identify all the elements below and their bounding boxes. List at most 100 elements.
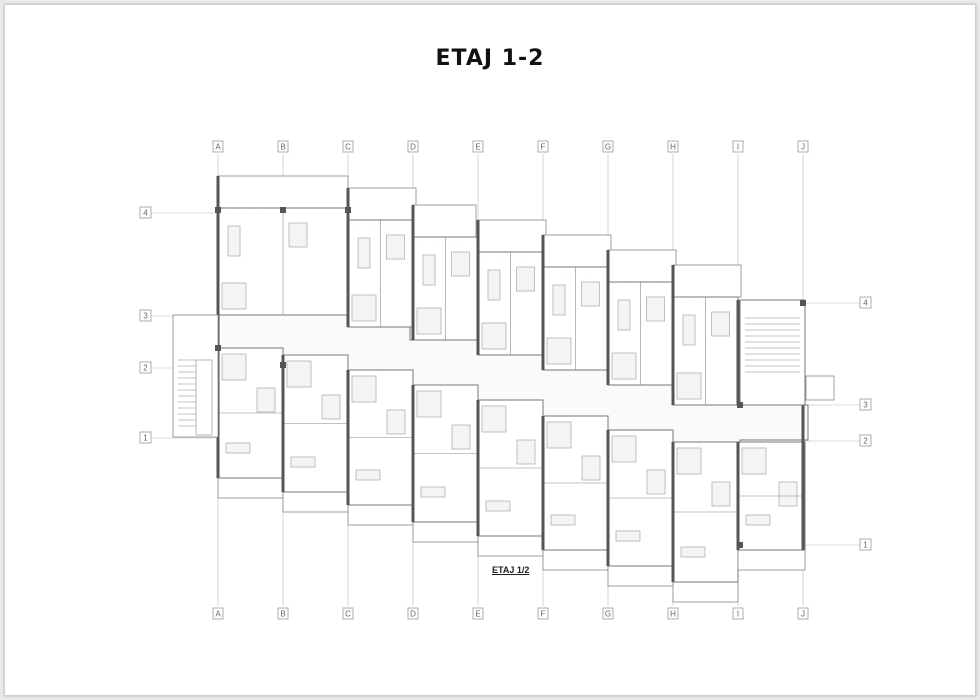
upper-bathroom-3: [416, 307, 442, 335]
upper-room-tag-3-0: · ·: [419, 240, 422, 244]
structural-column-3: [800, 300, 806, 306]
upper-bathroom-2: [351, 294, 377, 322]
grid-marker-box-G: [602, 140, 614, 153]
upper-bed-6: [646, 296, 665, 322]
lower-bed-5: [516, 439, 536, 465]
grid-marker-D-bottom: D: [410, 610, 416, 619]
grid-marker-box-D: [407, 607, 419, 620]
plan-label: ETAJ 1/2: [492, 565, 530, 575]
upper-room-tag-7-2: · ·: [715, 300, 718, 304]
upper-room-tag-3-2: · ·: [455, 240, 458, 244]
grid-marker-box-H: [667, 607, 679, 620]
lower-bed-4: [451, 424, 471, 450]
upper-bed-7: [711, 311, 730, 337]
row-marker-right-1: 1: [863, 541, 868, 550]
lower-sofa-6: [550, 514, 576, 526]
upper-room-tag-4-1: · ·: [502, 255, 505, 259]
upper-sofa-7: [682, 314, 696, 346]
grid-marker-C-top: C: [345, 143, 351, 152]
grid-marker-box-C: [342, 607, 354, 620]
grid-marker-box-G: [602, 607, 614, 620]
grid-marker-D-top: D: [410, 143, 416, 152]
left-stair-flight: [195, 359, 213, 436]
lower-sofa-4: [420, 486, 446, 498]
grid-marker-box-A: [212, 607, 224, 620]
upper-room-tag-7-0: · ·: [679, 300, 682, 304]
lower-bathroom-4: [416, 390, 442, 418]
right-stair-core: [739, 299, 806, 406]
lower-balcony-2: [282, 489, 349, 513]
lower-balcony-6: [542, 547, 609, 571]
lower-sofa-9: [745, 514, 771, 526]
structural-column-7: [737, 542, 743, 548]
upper-room-tag-3-1: · ·: [437, 240, 440, 244]
row-marker-left-4: 4: [143, 209, 148, 218]
grid-marker-box-H: [667, 140, 679, 153]
grid-marker-G-top: G: [605, 143, 611, 152]
upper-sofa-2: [357, 237, 371, 269]
grid-marker-box-E: [472, 140, 484, 153]
upper-room-tag-7-1: · ·: [697, 300, 700, 304]
grid-marker-box-I: [732, 140, 744, 153]
grid-marker-box-D: [407, 140, 419, 153]
upper-bed-4: [516, 266, 535, 292]
upper-bathroom-7: [676, 372, 702, 400]
lower-balcony-9: [737, 547, 806, 571]
lower-bathroom-5: [481, 405, 507, 433]
lower-bathroom-3: [351, 375, 377, 403]
grid-marker-E-top: E: [475, 143, 480, 152]
upper-room-tag-6-2: · ·: [650, 285, 653, 289]
upper-balcony-3: [412, 204, 477, 238]
row-marker-box-right-3: [859, 398, 872, 411]
upper-room-tag-5-1: · ·: [567, 270, 570, 274]
grid-marker-F-bottom: F: [541, 610, 546, 619]
upper-room-tag-5-0: · ·: [549, 270, 552, 274]
upper-room-tag-2-2: · ·: [390, 223, 393, 227]
row-marker-right-2: 2: [863, 437, 868, 446]
grid-marker-C-bottom: C: [345, 610, 351, 619]
grid-marker-box-B: [277, 607, 289, 620]
grid-marker-H-bottom: H: [670, 610, 676, 619]
grid-marker-box-J: [797, 607, 809, 620]
lower-bed-3: [386, 409, 406, 435]
row-marker-left-2: 2: [143, 364, 148, 373]
lower-balcony-7: [607, 563, 674, 587]
row-marker-box-right-2: [859, 434, 872, 447]
upper-room-tag-5-2: · ·: [585, 270, 588, 274]
lower-bathroom-9: [741, 447, 767, 475]
upper-bathroom-6: [611, 352, 637, 380]
grid-marker-box-F: [537, 607, 549, 620]
upper-bed-3: [451, 251, 470, 277]
upper-sofa-3: [422, 254, 436, 286]
left-stair-core: [172, 314, 219, 438]
upper-sofa-6: [617, 299, 631, 331]
structural-column-6: [737, 402, 743, 408]
grid-marker-box-E: [472, 607, 484, 620]
grid-marker-I-bottom: I: [737, 610, 739, 619]
upper-room-tag-6-0: · ·: [614, 285, 617, 289]
upper-room-tag-4-0: · ·: [484, 255, 487, 259]
structural-column-0: [215, 207, 221, 213]
lower-bed-2: [321, 394, 341, 420]
page-title: ETAJ 1-2: [435, 46, 545, 71]
upper-room-tag-1-1: · ·: [242, 211, 245, 215]
row-marker-left-1: 1: [143, 434, 148, 443]
upper-bed-1: [288, 222, 308, 248]
upper-sofa-4: [487, 269, 501, 301]
lower-sofa-7: [615, 530, 641, 542]
lower-bathroom-2: [286, 360, 312, 388]
structural-column-2: [345, 207, 351, 213]
grid-marker-A-top: A: [215, 143, 221, 152]
structural-column-1: [280, 207, 286, 213]
structural-column-5: [280, 362, 286, 368]
upper-balcony-5: [542, 234, 612, 268]
grid-marker-H-top: H: [670, 143, 676, 152]
upper-room-tag-6-1: · ·: [632, 285, 635, 289]
upper-balcony-1: [217, 175, 349, 209]
lower-bed-1: [256, 387, 276, 413]
lower-bathroom-7: [611, 435, 637, 463]
upper-room-tag-2-0: · ·: [354, 223, 357, 227]
lower-sofa-8: [680, 546, 706, 558]
grid-marker-box-A: [212, 140, 224, 153]
row-marker-box-left-1: [139, 431, 152, 444]
